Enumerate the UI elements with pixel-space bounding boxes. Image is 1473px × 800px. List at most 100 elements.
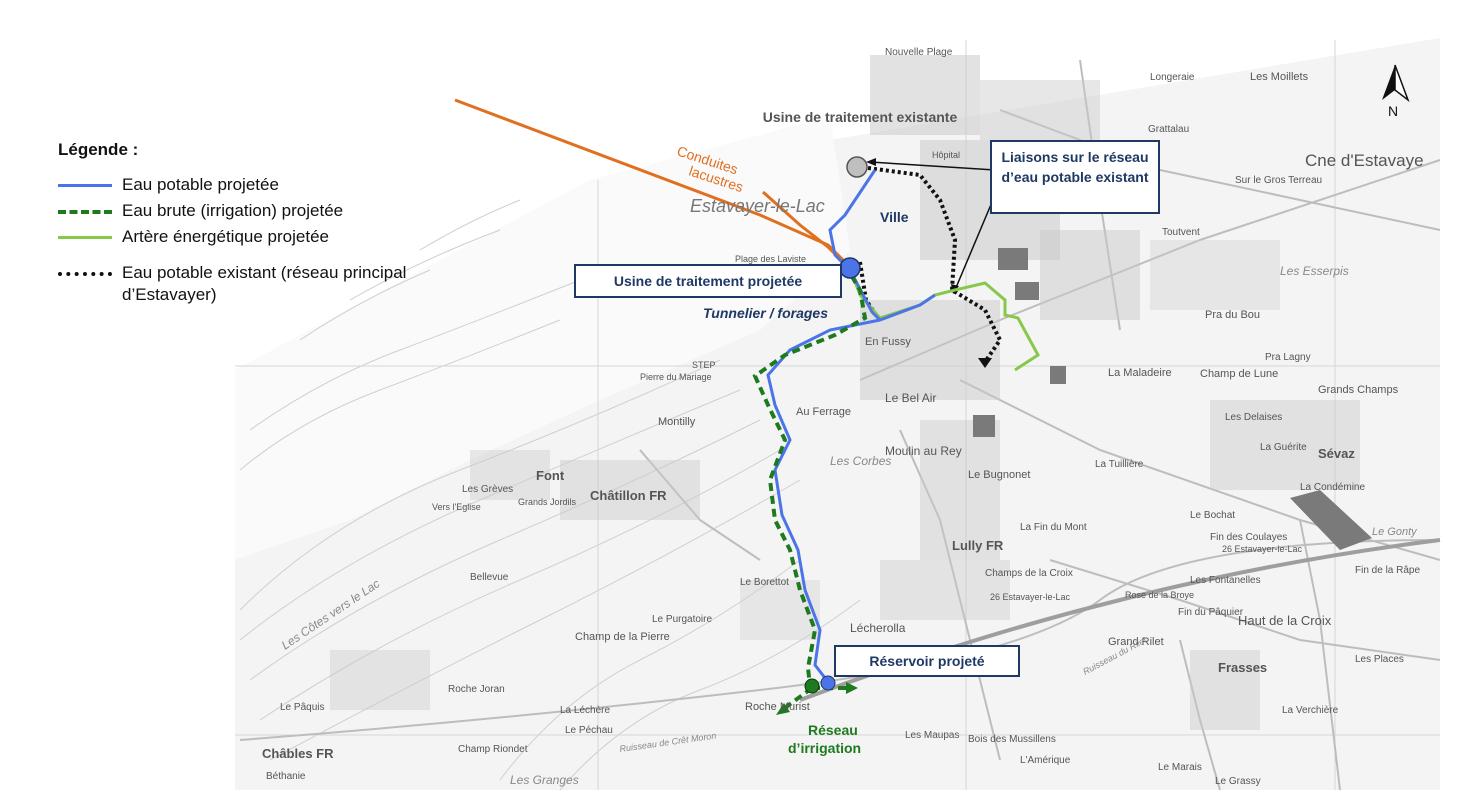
new-plant-marker [839, 257, 861, 279]
legend-item-energy: Artère énergétique projetée [58, 224, 498, 250]
reservoir-potable-marker [820, 675, 836, 691]
place-la-lechere: La Léchère [560, 705, 610, 716]
place-route26-b: 26 Estavayer-le-Lac [990, 592, 1071, 602]
legend-swatch-energy [58, 236, 112, 239]
energy-artery [848, 267, 1040, 372]
place-la-verchiere: La Verchière [1282, 705, 1339, 716]
place-pra-bou: Pra du Bou [1205, 309, 1260, 321]
place-vers-eglise: Vers l'Eglise [432, 502, 481, 512]
place-au-ferrage: Au Ferrage [796, 406, 851, 418]
place-estavayer: Estavayer-le-Lac [690, 196, 825, 216]
map-background [235, 38, 1441, 791]
place-route26-a: 26 Estavayer-le-Lac [1222, 544, 1303, 554]
place-moillets: Les Moillets [1250, 71, 1309, 83]
place-hopital: Hôpital [932, 150, 960, 160]
place-cne: Cne d'Estavaye [1305, 151, 1424, 170]
place-en-fussy: En Fussy [865, 336, 911, 348]
place-le-bochat: Le Bochat [1190, 510, 1235, 521]
place-haut-croix: Haut de la Croix [1238, 613, 1332, 628]
legend-label-existing: Eau potable existant (réseau principal d… [122, 263, 407, 304]
place-bois-mussillens: Bois des Mussillens [968, 734, 1056, 745]
place-lully: Lully FR [952, 538, 1004, 553]
place-grands-champs: Grands Champs [1318, 384, 1399, 396]
place-bellevue: Bellevue [470, 572, 509, 583]
north-arrow-icon: N [1382, 64, 1410, 119]
links-callout: Liaisons sur le réseau d’eau potable exi… [990, 140, 1160, 214]
place-la-guerite: La Guérite [1260, 442, 1307, 453]
place-longeraie: Longeraie [1150, 72, 1195, 83]
place-le-marais: Le Marais [1158, 762, 1202, 773]
irrigation-label-line2: d’irrigation [788, 740, 861, 756]
place-plage-laviste: Plage des Laviste [735, 254, 806, 264]
place-pra-lagny: Pra Lagny [1265, 352, 1311, 363]
place-les-fontanelles: Les Fontanelles [1190, 575, 1261, 586]
new-plant-callout: Usine de traitement projetée [574, 264, 842, 298]
place-lecherolla: Lécherolla [850, 621, 906, 635]
place-fin-paquier: Fin du Pâquier [1178, 607, 1244, 618]
place-step: STEP [692, 360, 716, 370]
place-fin-coulayes: Fin des Coulayes [1210, 532, 1287, 543]
place-les-maupas: Les Maupas [905, 730, 959, 741]
legend-item-existing: Eau potable existant (réseau principal d… [58, 260, 498, 312]
place-grands-jordils: Grands Jordils [518, 497, 577, 507]
legend-swatch-existing [58, 272, 112, 276]
place-chatillon: Châtillon FR [590, 488, 667, 503]
legend: Légende : Eau potable projetée Eau brute… [58, 140, 498, 312]
place-roche-joran: Roche Joran [448, 684, 505, 695]
place-les-places: Les Places [1355, 654, 1404, 665]
existing-plant-label: Usine de traitement existante [760, 108, 960, 126]
place-champs-croix: Champs de la Croix [985, 568, 1073, 579]
irrigation-arrowheads [776, 682, 858, 715]
place-champ-riondet: Champ Riondet [458, 744, 528, 755]
place-nouvelle-plage: Nouvelle Plage [885, 47, 953, 58]
ville-label: Ville [880, 209, 909, 225]
place-corbes: Les Corbes [830, 454, 891, 468]
place-montilly: Montilly [658, 416, 696, 428]
place-le-paquis: Le Pâquis [280, 702, 324, 713]
legend-title: Légende : [58, 140, 139, 159]
place-pierre-mariage: Pierre du Mariage [640, 372, 712, 382]
place-gros-terreau: Sur le Gros Terreau [1235, 175, 1322, 186]
irrigation-label-line1: Réseau [808, 722, 858, 738]
place-les-delaises: Les Delaises [1225, 412, 1282, 423]
place-font: Font [536, 468, 565, 483]
place-bethanie: Béthanie [266, 771, 306, 782]
place-bel-air: Le Bel Air [885, 391, 936, 405]
legend-label-potable: Eau potable projetée [122, 175, 279, 194]
place-esserpis: Les Esserpis [1280, 264, 1349, 278]
legend-swatch-potable [58, 184, 112, 187]
place-fin-rape: Fin de la Râpe [1355, 565, 1420, 576]
place-le-borettot: Le Borettot [740, 577, 789, 588]
place-chables: Châbles FR [262, 746, 334, 761]
place-le-grassy: Le Grassy [1215, 776, 1261, 787]
place-grand-rilet: Grand Rilet [1108, 636, 1164, 648]
reservoir-irrigation-marker [804, 678, 820, 694]
place-la-tuilliere: La Tuillière [1095, 459, 1144, 470]
place-fin-mont: La Fin du Mont [1020, 522, 1087, 533]
place-labels: Estavayer-le-Lac Cne d'Estavaye Châtillo… [262, 47, 1424, 787]
legend-item-irrigation: Eau brute (irrigation) projetée [58, 198, 498, 224]
legend-label-irrigation: Eau brute (irrigation) projetée [122, 201, 344, 220]
place-roche-murist: Roche Murist [745, 701, 810, 713]
place-maladeire: La Maladeire [1108, 367, 1172, 379]
place-champ-pierre: Champ de la Pierre [575, 631, 670, 643]
place-sevaz: Sévaz [1318, 446, 1355, 461]
place-frasses: Frasses [1218, 660, 1267, 675]
legend-swatch-irrigation [58, 210, 112, 214]
place-purgatoire: Le Purgatoire [652, 614, 712, 625]
place-le-gonty: Le Gonty [1372, 526, 1418, 538]
reservoir-callout-text: Réservoir projeté [869, 653, 985, 669]
place-les-granges: Les Granges [510, 773, 579, 787]
place-rose-broye: Rose de la Broye [1125, 590, 1194, 600]
legend-label-energy: Artère énergétique projetée [122, 227, 329, 246]
place-moulin-rey: Moulin au Rey [885, 444, 962, 458]
reservoir-callout: Réservoir projeté [834, 645, 1020, 677]
place-bugnonet: Le Bugnonet [968, 469, 1030, 481]
existing-plant-label-text: Usine de traitement existante [762, 109, 958, 125]
place-le-pechau: Le Péchau [565, 725, 613, 736]
links-callout-text: Liaisons sur le réseau d’eau potable exi… [1001, 149, 1149, 185]
place-toutvent: Toutvent [1162, 227, 1200, 238]
place-grattalau: Grattalau [1148, 124, 1189, 135]
legend-item-potable: Eau potable projetée [58, 172, 498, 198]
